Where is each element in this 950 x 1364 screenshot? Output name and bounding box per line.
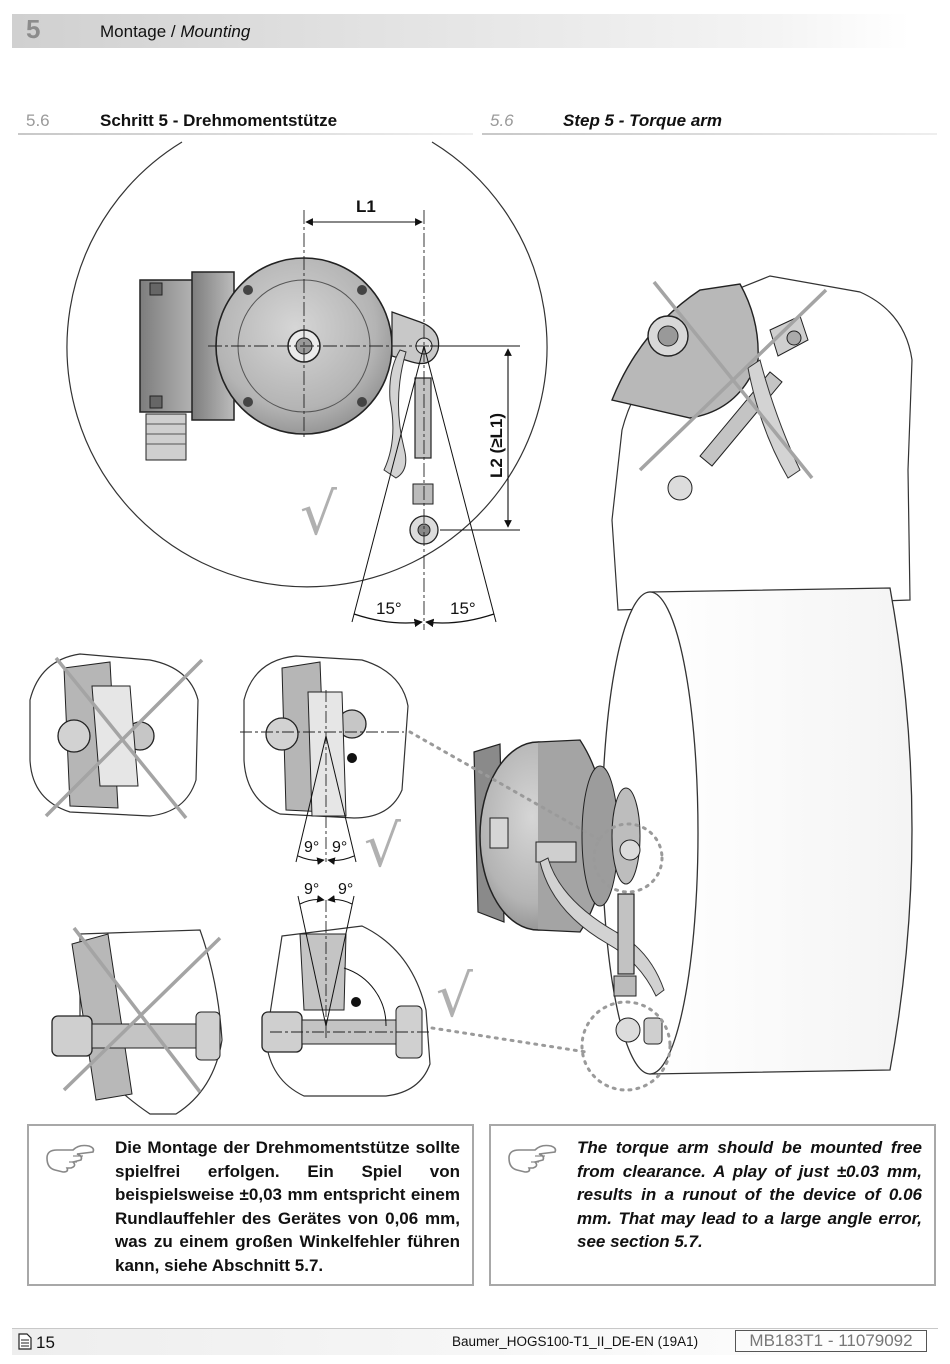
section-rule-de <box>18 133 473 135</box>
angle-left-label: 15° <box>376 599 402 618</box>
wrong-detail-view-1 <box>29 653 204 820</box>
chapter-title-de: Montage <box>100 22 167 41</box>
chapter-title: Montage / Mounting <box>100 22 250 42</box>
page-number: 15 <box>36 1333 55 1352</box>
main-view: L1 L2 (≥L1) 15° 15° √ <box>66 141 548 630</box>
section-number-de: 5.6 <box>26 111 50 130</box>
angle-9c-label: 9° <box>304 881 319 898</box>
check-mark-detail-2: √ <box>436 962 473 1030</box>
cable-gland <box>145 413 187 461</box>
angle-9a-label: 9° <box>304 839 319 856</box>
chapter-title-separator: / <box>166 22 181 41</box>
note-box-en: The torque arm should be mounted free fr… <box>489 1124 936 1286</box>
dimension-l1-label: L1 <box>356 197 376 216</box>
correct-detail-view-1: 9° 9° √ <box>240 655 409 880</box>
pointing-hand-icon <box>46 1144 95 1173</box>
note-box-de: Die Montage der Drehmomentstütze sollte … <box>27 1124 474 1286</box>
drum-body <box>649 587 913 1075</box>
chapter-number: 5 <box>26 14 41 44</box>
section-title-de: Schritt 5 - Drehmomentstütze <box>100 111 338 130</box>
dimension-l2-label: L2 (≥L1) <box>487 413 506 478</box>
document-code: MB183T1 - 11079092 <box>735 1330 927 1352</box>
check-mark-main: √ <box>300 480 337 548</box>
note-text-de: Die Montage der Drehmomentstütze sollte … <box>115 1138 460 1275</box>
torque-rod <box>414 377 432 459</box>
footer-bar <box>12 1328 938 1355</box>
pointing-hand-icon <box>508 1144 557 1173</box>
wrong-detail-view-2 <box>51 926 223 1115</box>
document-name: Baumer_HOGS100-T1_II_DE-EN (19A1) <box>452 1334 699 1349</box>
chapter-header-bar <box>12 14 910 48</box>
cross-line-b <box>638 288 828 472</box>
note-text-en: The torque arm should be mounted free fr… <box>577 1138 922 1252</box>
angle-9d-label: 9° <box>338 881 353 898</box>
torque-arm-illustration: L1 L2 (≥L1) 15° 15° √ <box>29 141 913 1115</box>
check-mark-detail-1: √ <box>364 812 401 880</box>
section-title-en: Step 5 - Torque arm <box>563 111 723 130</box>
chapter-title-en: Mounting <box>180 22 251 41</box>
angle-9b-label: 9° <box>332 839 347 856</box>
page-icon <box>18 1333 32 1350</box>
drum-view <box>408 587 913 1092</box>
wrong-mounting-view-top <box>611 275 913 611</box>
section-number-en: 5.6 <box>490 111 514 130</box>
correct-detail-view-2: 9° 9° √ <box>261 881 473 1097</box>
section-rule-en <box>482 133 937 135</box>
angle-right-label: 15° <box>450 599 476 618</box>
main-view-outline <box>66 141 548 588</box>
